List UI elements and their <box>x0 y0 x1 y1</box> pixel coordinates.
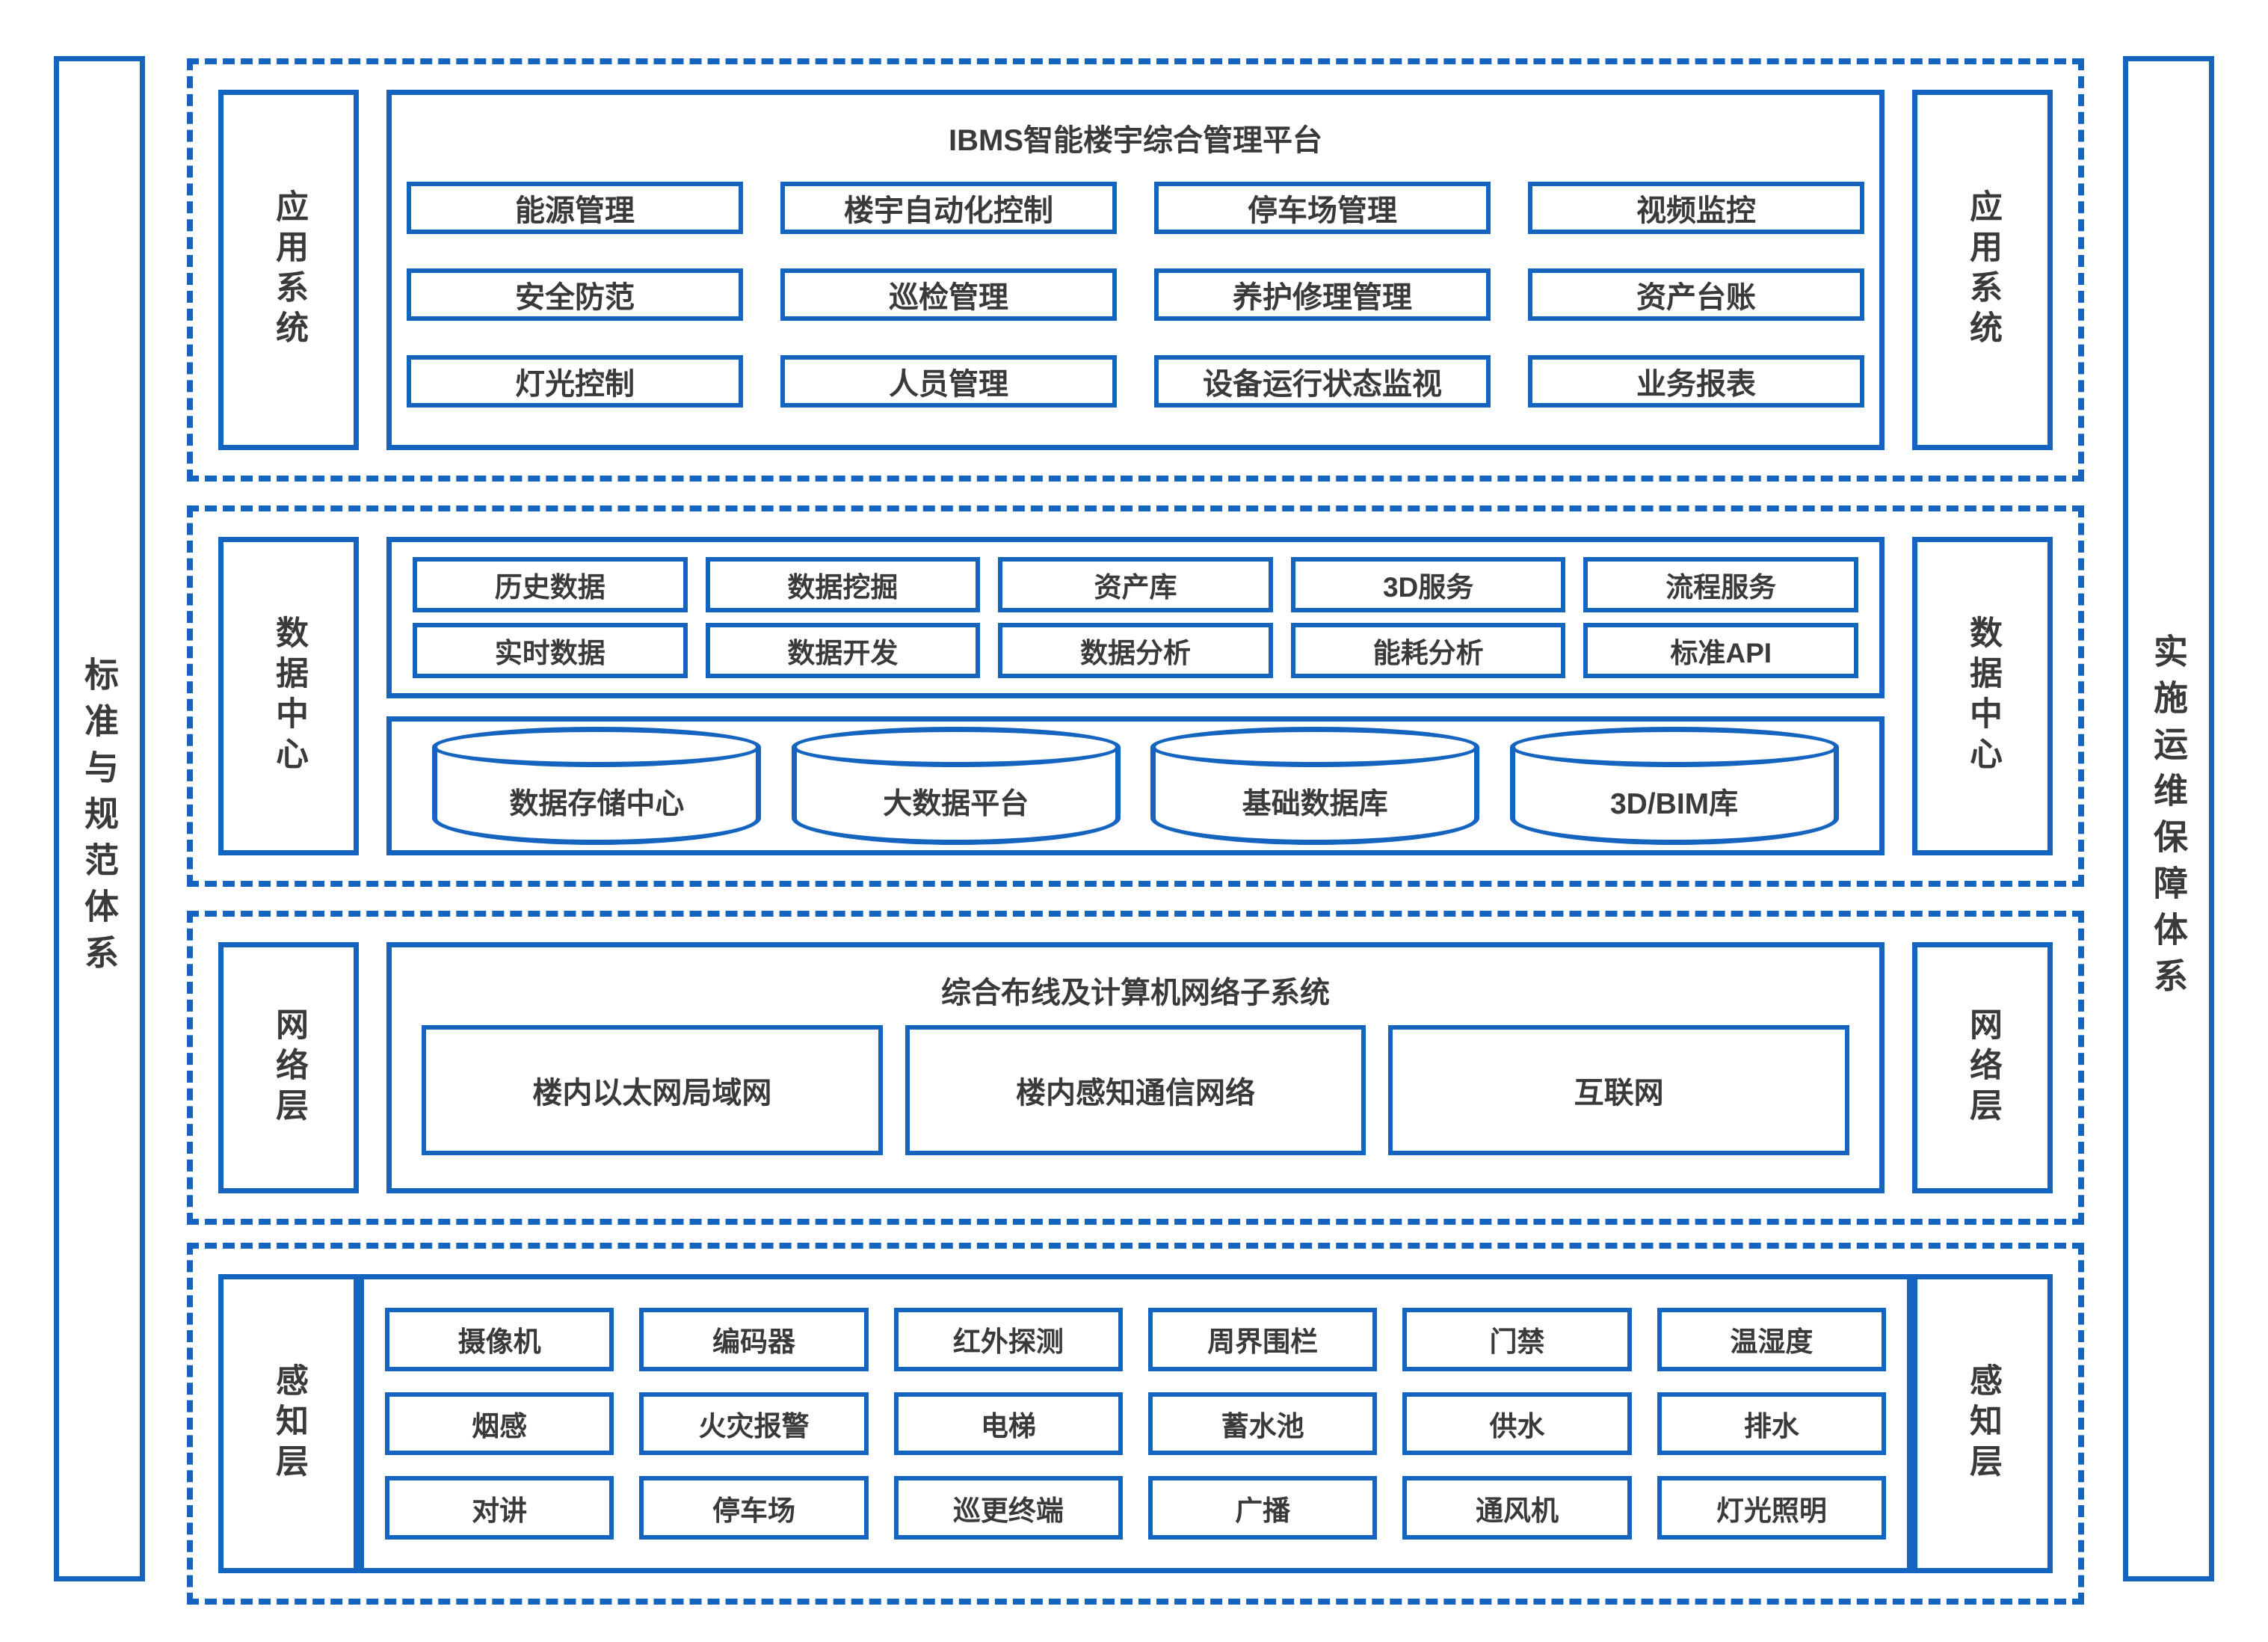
module-box: 停车场管理 <box>1154 182 1491 234</box>
network-layer-label: 网络层 <box>271 1007 307 1128</box>
data-center-section: 数据中心 历史数据 数据挖掘 资产库 3D服务 流程服务 实时数据 数据开发 数… <box>187 505 2084 887</box>
data-service-box: 数据挖掘 <box>705 557 981 612</box>
application-layer-left-label-box: 应用系统 <box>218 90 359 450</box>
device-box: 排水 <box>1657 1392 1886 1456</box>
data-center-label: 数据中心 <box>271 615 307 777</box>
data-center-right-label-box: 数据中心 <box>1912 537 2053 855</box>
device-box: 广播 <box>1148 1476 1378 1540</box>
network-box: 互联网 <box>1388 1025 1849 1155</box>
ibms-platform-title: IBMS智能楼宇综合管理平台 <box>949 124 1322 157</box>
database-cylinder: 3D/BIM库 <box>1509 727 1839 845</box>
device-box: 周界围栏 <box>1148 1308 1378 1371</box>
data-service-box: 数据开发 <box>705 623 981 678</box>
device-box: 巡更终端 <box>893 1476 1123 1540</box>
database-label: 3D/BIM库 <box>1509 747 1839 845</box>
network-subsystem-title: 综合布线及计算机网络子系统 <box>941 977 1330 1009</box>
data-service-box: 3D服务 <box>1290 557 1566 612</box>
data-center-content: 历史数据 数据挖掘 资产库 3D服务 流程服务 实时数据 数据开发 数据分析 能… <box>386 537 1885 855</box>
device-box: 温湿度 <box>1657 1308 1886 1371</box>
database-cylinder: 基础数据库 <box>1150 727 1480 845</box>
data-service-box: 标准API <box>1583 623 1858 678</box>
module-box: 灯光控制 <box>407 355 743 408</box>
database-cylinder-icon <box>1509 727 1839 767</box>
data-service-box: 历史数据 <box>413 557 688 612</box>
module-box: 楼宇自动化控制 <box>780 182 1117 234</box>
module-box: 设备运行状态监视 <box>1154 355 1491 408</box>
data-center-left-label-box: 数据中心 <box>218 537 359 855</box>
data-service-box: 能耗分析 <box>1290 623 1566 678</box>
database-cylinder: 大数据平台 <box>791 727 1121 845</box>
perception-layer-section: 感知层 摄像机 编码器 红外探测 周界围栏 门禁 温湿度 烟感 火灾报警 电梯 … <box>187 1243 2084 1605</box>
module-box: 业务报表 <box>1528 355 1864 408</box>
data-center-label: 数据中心 <box>1965 615 2001 777</box>
ops-assurance-label: 实施运维保障体系 <box>2149 633 2188 1004</box>
application-layer-right-label-box: 应用系统 <box>1912 90 2053 450</box>
module-box: 人员管理 <box>780 355 1117 408</box>
device-box: 红外探测 <box>893 1308 1123 1371</box>
device-box: 蓄水池 <box>1148 1392 1378 1456</box>
databases-panel: 数据存储中心 大数据平台 基础数据库 3D/BIM库 <box>386 716 1885 855</box>
device-box: 摄像机 <box>385 1308 614 1371</box>
device-box: 停车场 <box>639 1476 869 1540</box>
database-label: 大数据平台 <box>791 747 1121 845</box>
database-cylinder-icon <box>432 727 762 767</box>
network-grid: 楼内以太网局域网 楼内感知通信网络 互联网 <box>392 1018 1879 1188</box>
data-service-box: 流程服务 <box>1583 557 1858 612</box>
database-cylinder-icon <box>1150 727 1480 767</box>
application-layer-label: 应用系统 <box>1965 189 2001 351</box>
network-box: 楼内感知通信网络 <box>905 1025 1366 1155</box>
perception-layer-label: 感知层 <box>1965 1363 2001 1484</box>
data-service-box: 数据分析 <box>998 623 1273 678</box>
module-box: 养护修理管理 <box>1154 268 1491 321</box>
network-layer-right-label-box: 网络层 <box>1912 942 2053 1193</box>
network-layer-left-label-box: 网络层 <box>218 942 359 1193</box>
device-box: 对讲 <box>385 1476 614 1540</box>
perception-layer-label: 感知层 <box>271 1363 307 1484</box>
network-subsystem-panel: 综合布线及计算机网络子系统 楼内以太网局域网 楼内感知通信网络 互联网 <box>386 942 1885 1193</box>
standards-spec-label: 标准与规范体系 <box>80 657 119 981</box>
device-box: 通风机 <box>1402 1476 1632 1540</box>
ibms-platform-panel: IBMS智能楼宇综合管理平台 能源管理 楼宇自动化控制 停车场管理 视频监控 安… <box>386 90 1885 450</box>
module-box: 巡检管理 <box>780 268 1117 321</box>
device-box: 灯光照明 <box>1657 1476 1886 1540</box>
device-box: 供水 <box>1402 1392 1632 1456</box>
data-service-box: 实时数据 <box>413 623 688 678</box>
application-layer-section: 应用系统 IBMS智能楼宇综合管理平台 能源管理 楼宇自动化控制 停车场管理 视… <box>187 58 2084 482</box>
device-box: 门禁 <box>1402 1308 1632 1371</box>
ops-assurance-rail: 实施运维保障体系 <box>2123 56 2214 1581</box>
module-box: 安全防范 <box>407 268 743 321</box>
perception-layer-right-label-box: 感知层 <box>1912 1274 2053 1573</box>
module-box: 能源管理 <box>407 182 743 234</box>
application-module-grid: 能源管理 楼宇自动化控制 停车场管理 视频监控 安全防范 巡检管理 养护修理管理… <box>392 165 1879 448</box>
database-cylinder: 数据存储中心 <box>432 727 762 845</box>
device-box: 编码器 <box>639 1308 869 1371</box>
perception-layer-left-label-box: 感知层 <box>218 1274 359 1573</box>
data-service-box: 资产库 <box>998 557 1273 612</box>
database-cylinder-icon <box>791 727 1121 767</box>
device-box: 电梯 <box>893 1392 1123 1456</box>
perception-device-grid: 摄像机 编码器 红外探测 周界围栏 门禁 温湿度 烟感 火灾报警 电梯 蓄水池 … <box>359 1274 1912 1573</box>
network-layer-section: 网络层 综合布线及计算机网络子系统 楼内以太网局域网 楼内感知通信网络 互联网 … <box>187 911 2084 1225</box>
data-services-panel: 历史数据 数据挖掘 资产库 3D服务 流程服务 实时数据 数据开发 数据分析 能… <box>386 537 1885 698</box>
standards-spec-rail: 标准与规范体系 <box>54 56 145 1581</box>
application-layer-label: 应用系统 <box>271 189 307 351</box>
device-box: 烟感 <box>385 1392 614 1456</box>
network-box: 楼内以太网局域网 <box>422 1025 883 1155</box>
module-box: 资产台账 <box>1528 268 1864 321</box>
module-box: 视频监控 <box>1528 182 1864 234</box>
device-box: 火灾报警 <box>639 1392 869 1456</box>
network-layer-label: 网络层 <box>1965 1007 2001 1128</box>
database-label: 基础数据库 <box>1150 747 1480 845</box>
